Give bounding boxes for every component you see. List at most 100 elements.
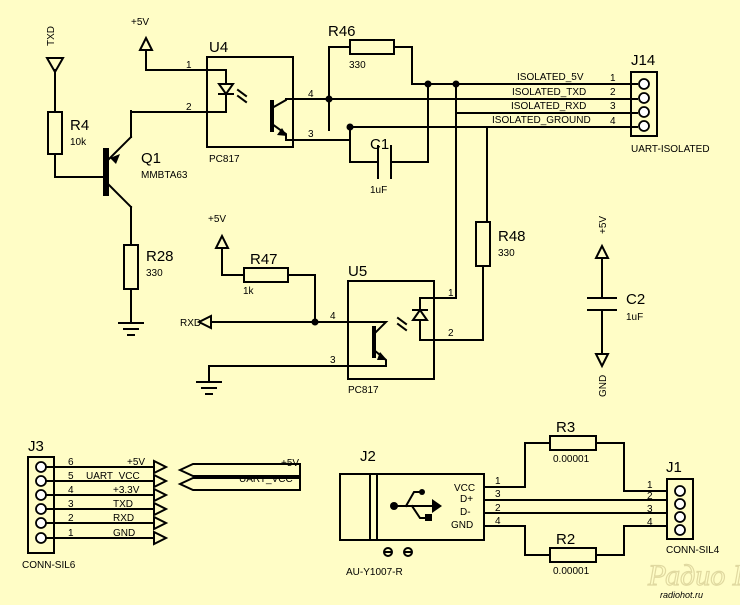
u5-value: PC817 <box>348 385 379 396</box>
j2-pin-4: 4 <box>495 516 501 527</box>
u4-value: PC817 <box>209 154 240 165</box>
j3-label-2: RXD <box>113 513 134 524</box>
optocoupler-u4: U4 PC817 1 2 4 3 <box>130 39 351 165</box>
watermark: Радио КОТ radiohot.ru <box>646 558 740 600</box>
capacitor-c2: +5V GND C2 1uF <box>587 216 645 397</box>
c2-gnd-label: GND <box>598 375 609 397</box>
j3-value: CONN-SIL6 <box>22 560 76 571</box>
u4-pin4: 4 <box>308 89 314 100</box>
j1-pin-3: 3 <box>647 504 653 515</box>
plus5v-label-u5: +5V <box>208 214 226 225</box>
u4-ref: U4 <box>209 39 228 56</box>
j3-pin-5: 5 <box>68 471 74 482</box>
j1-pin-2: 2 <box>647 491 653 502</box>
usb-icon <box>390 489 442 521</box>
u5-pin4: 4 <box>330 311 336 322</box>
j14-label-4: ISOLATED_GROUND <box>492 115 591 126</box>
power-5v-u4: +5V <box>131 17 208 71</box>
usb-connector-j2: J2 AU-Y1007-R VCC D+ D- GND 1 3 2 4 <box>339 448 501 578</box>
j2-label-dminus: D- <box>460 507 471 518</box>
j3-pin-1: 1 <box>68 528 74 539</box>
resistor-r3: R3 0.00001 <box>549 419 597 465</box>
isolated-bus <box>328 83 638 223</box>
r48-value: 330 <box>498 248 515 259</box>
net-port-uart-vcc: UART_VCC <box>177 474 301 491</box>
u5-pin2: 2 <box>448 328 454 339</box>
j3-label-3: TXD <box>113 499 133 510</box>
r28-ref: R28 <box>146 248 174 265</box>
j3-pin-4: 4 <box>68 485 74 496</box>
j2-ref: J2 <box>360 448 376 465</box>
r3-value: 0.00001 <box>553 454 590 465</box>
connector-j1: J1 CONN-SIL4 1 2 3 4 <box>647 459 720 556</box>
r46-ref: R46 <box>328 23 356 40</box>
r2-value: 0.00001 <box>553 566 590 577</box>
j2-pin-2: 2 <box>495 503 501 514</box>
watermark-site: radiohot.ru <box>660 590 703 600</box>
j2-pin-3: 3 <box>495 489 501 500</box>
rxd-output: RXD <box>180 314 349 330</box>
resistor-r48: R48 330 <box>432 221 526 341</box>
u4-pin1: 1 <box>186 60 192 71</box>
j3-ref: J3 <box>28 438 44 455</box>
ground-symbol-u5 <box>196 365 349 395</box>
j2-label-gnd: GND <box>451 520 473 531</box>
j14-pin-1: 1 <box>610 73 616 84</box>
j1-value: CONN-SIL4 <box>666 545 720 556</box>
j3-label-5: UART_VCC <box>86 471 140 482</box>
j3-pin-3: 3 <box>68 499 74 510</box>
u4-pin3: 3 <box>308 129 314 140</box>
watermark-logo-text: Радио КОТ <box>647 559 740 592</box>
j3-label-1: GND <box>113 528 135 539</box>
j2-label-vcc: VCC <box>454 483 475 494</box>
j14-label-2: ISOLATED_TXD <box>512 87 586 98</box>
resistor-r46: R46 330 <box>328 23 429 131</box>
u5-pin3: 3 <box>330 355 336 366</box>
c1-value: 1uF <box>370 185 387 196</box>
port-uart-vcc-label: UART_VCC <box>239 474 293 485</box>
r2-ref: R2 <box>556 531 575 548</box>
j2-pin-1: 1 <box>495 476 501 487</box>
j14-pin-2: 2 <box>610 87 616 98</box>
r46-value: 330 <box>349 60 366 71</box>
junction <box>311 318 319 326</box>
c2-value: 1uF <box>626 312 643 323</box>
c1-ref: C1 <box>370 136 389 153</box>
usb-wiring <box>483 442 668 556</box>
j3-label-6: +5V <box>127 457 145 468</box>
j1-ref: J1 <box>666 459 682 476</box>
capacitor-c1: C1 1uF <box>349 83 429 196</box>
ground-symbol-q1 <box>118 322 144 336</box>
j3-pin-2: 2 <box>68 513 74 524</box>
j14-value: UART-ISOLATED <box>631 144 710 155</box>
u4-pin2: 2 <box>186 102 192 113</box>
r47-ref: R47 <box>250 251 278 268</box>
r4-value: 10k <box>70 137 87 148</box>
j14-pin-3: 3 <box>610 101 616 112</box>
net-port-5v: +5V <box>177 458 301 477</box>
port-plus5v-label: +5V <box>281 458 299 469</box>
r28-value: 330 <box>146 268 163 279</box>
txd-input: TXD <box>45 26 65 113</box>
u5-pin1: 1 <box>448 288 454 299</box>
resistor-r28: R28 330 <box>123 244 174 323</box>
rxd-net-label: RXD <box>180 318 201 329</box>
j14-ref: J14 <box>631 52 655 69</box>
resistor-r4: R4 10k <box>47 111 104 178</box>
connector-j14: J14 UART-ISOLATED ISOLATED_5V ISOLATED_T… <box>492 52 710 155</box>
power-5v-u5: +5V <box>208 214 245 276</box>
r48-ref: R48 <box>498 228 526 245</box>
transistor-q1: Q1 MMBTA63 <box>103 110 188 246</box>
j14-pin-4: 4 <box>610 116 616 127</box>
txd-net-label: TXD <box>46 26 57 46</box>
c2-ref: C2 <box>626 291 645 308</box>
r47-value: 1k <box>243 286 255 297</box>
j14-label-3: ISOLATED_RXD <box>511 101 586 112</box>
plus5v-label-u4: +5V <box>131 17 149 28</box>
usb-shield-icon <box>383 547 413 557</box>
q1-value: MMBTA63 <box>141 170 188 181</box>
j1-pin-4: 4 <box>647 517 653 528</box>
j3-pin-6: 6 <box>68 457 74 468</box>
u5-ref: U5 <box>348 263 367 280</box>
